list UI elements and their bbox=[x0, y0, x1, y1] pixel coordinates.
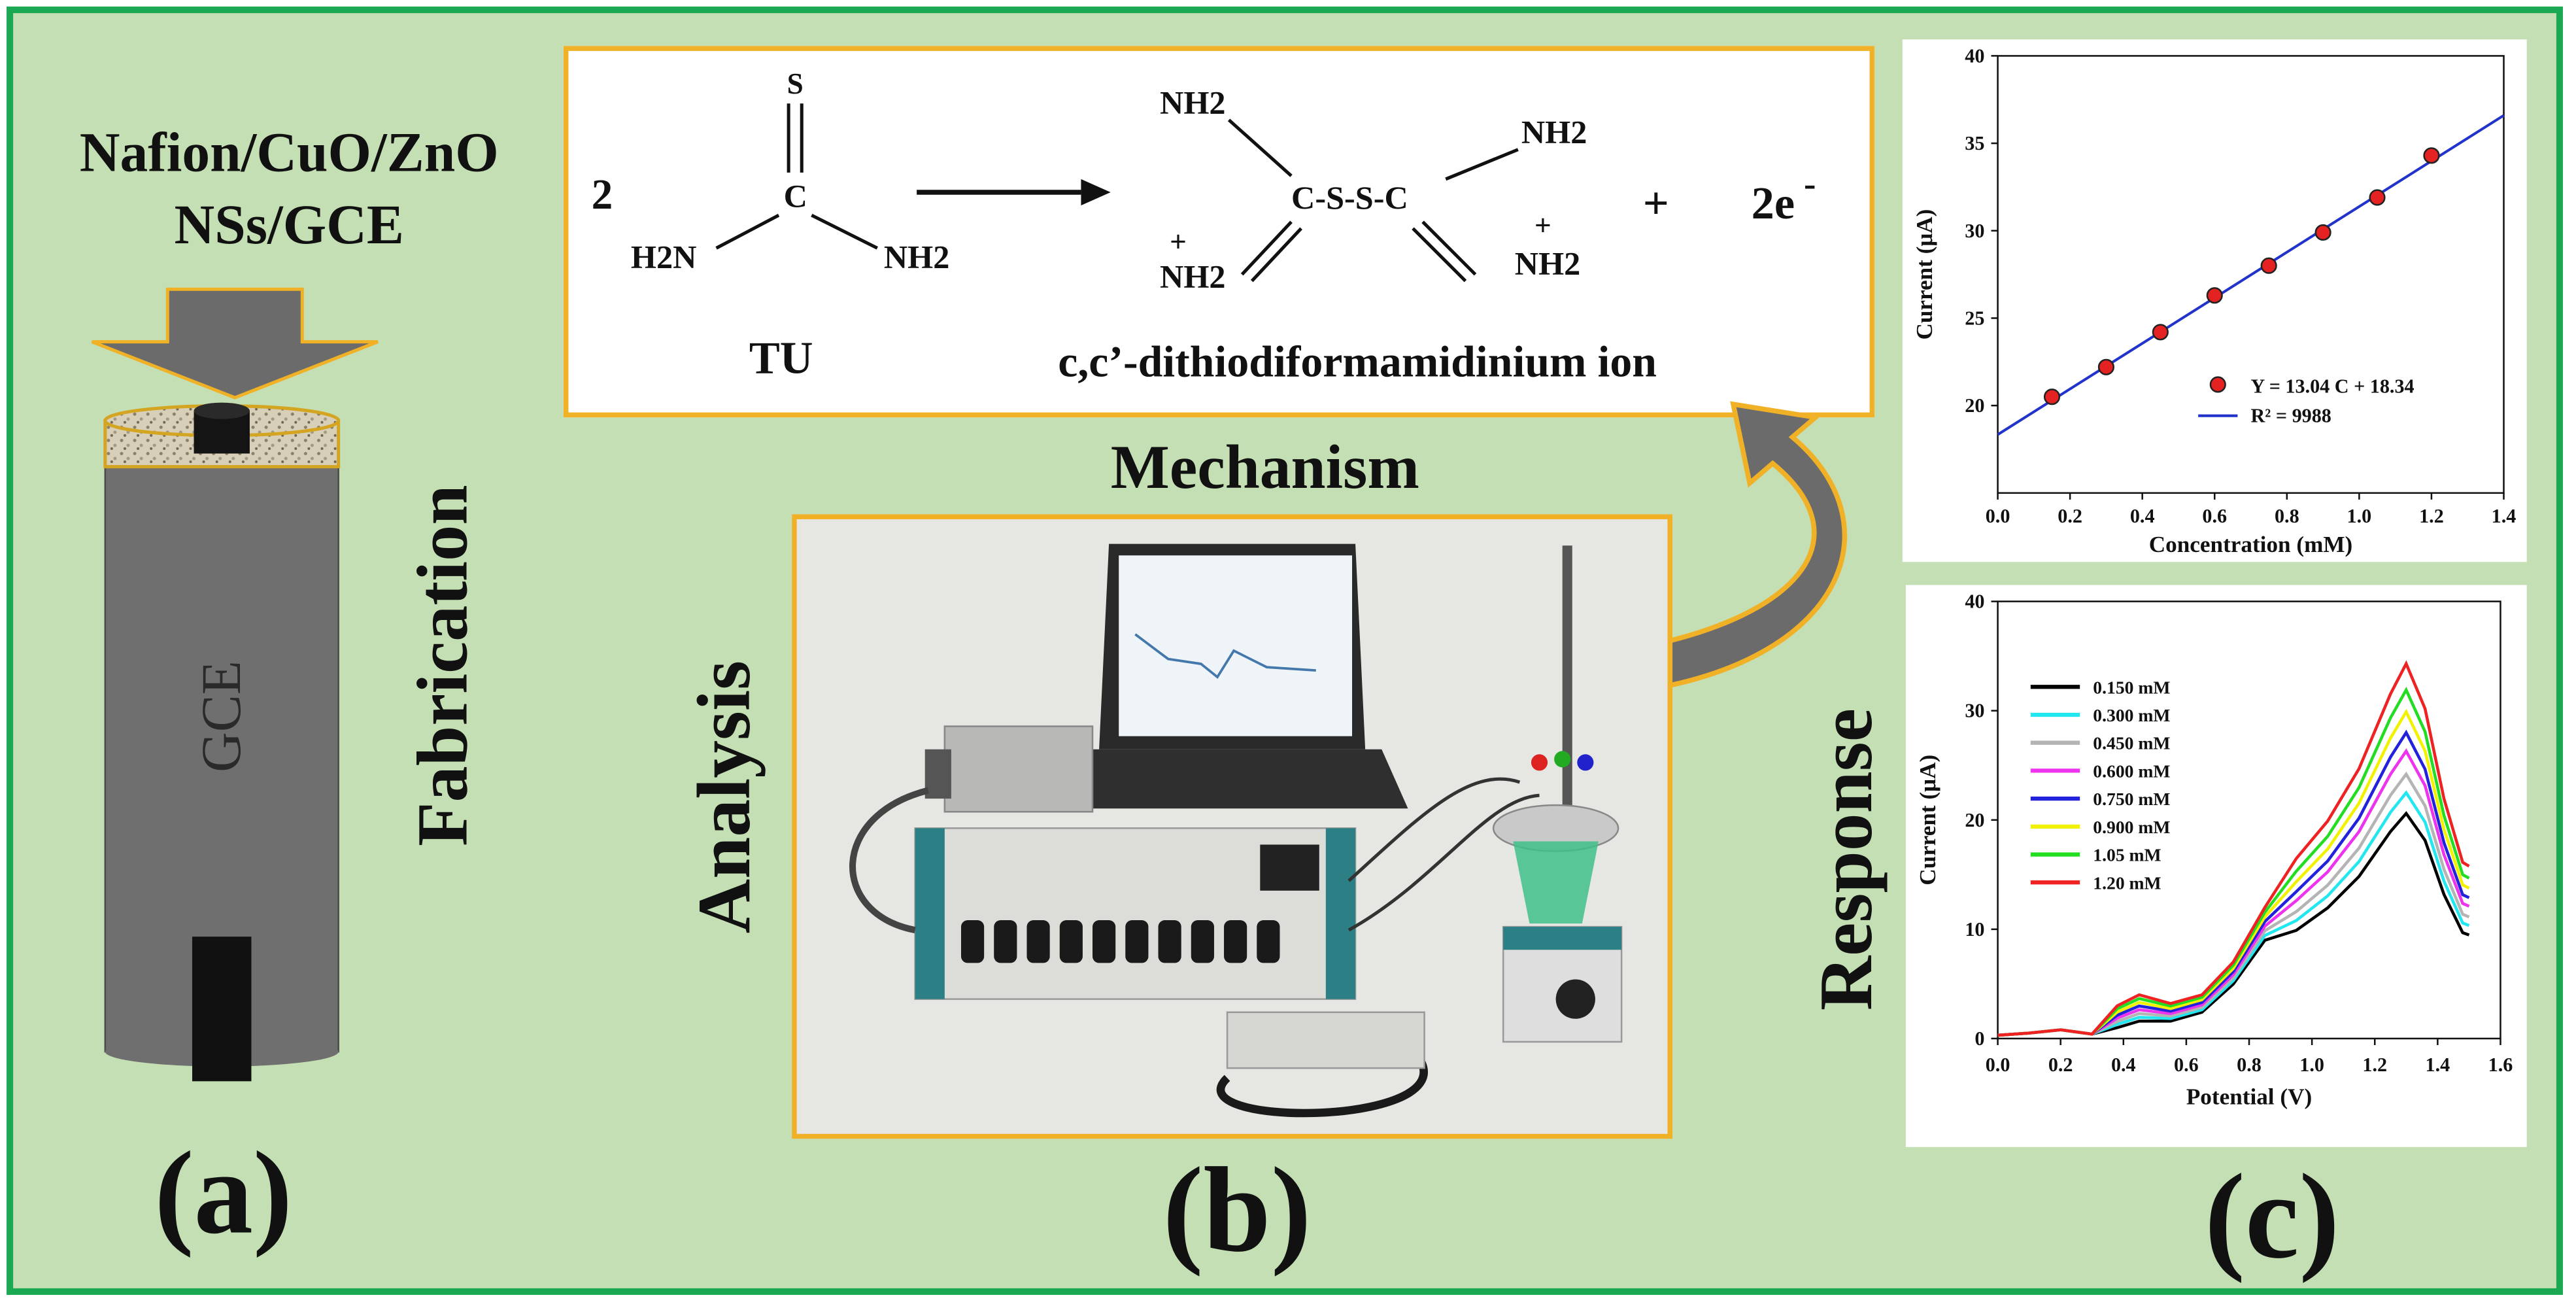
x-tick-label: 1.0 bbox=[2347, 505, 2372, 527]
x-tick-label: 0.2 bbox=[2048, 1054, 2073, 1076]
data-point bbox=[2423, 147, 2440, 164]
reaction-coefficient: 2 bbox=[592, 171, 613, 218]
series-line bbox=[1997, 771, 2470, 1037]
x-tick-label: 1.0 bbox=[2299, 1054, 2324, 1076]
data-point bbox=[2314, 224, 2331, 241]
electrode-title-line2: NSs/GCE bbox=[174, 195, 404, 256]
electrons: 2e bbox=[1752, 178, 1795, 229]
x-tick-label: 0.4 bbox=[2111, 1054, 2136, 1076]
reaction-plus: + bbox=[1643, 178, 1669, 229]
legend-label: 0.600 mM bbox=[2093, 761, 2170, 781]
gce-label: GCE bbox=[192, 661, 253, 772]
data-point bbox=[2152, 324, 2169, 341]
product-name: c,c’-dithiodiformamidinium ion bbox=[1058, 337, 1657, 386]
legend-label: 0.300 mM bbox=[2093, 705, 2170, 725]
electrode-title: Nafion/CuO/ZnO NSs/GCE bbox=[33, 118, 545, 263]
legend-marker-points bbox=[2209, 376, 2226, 393]
y-tick-label: 40 bbox=[1965, 591, 1984, 613]
prod-nh2-bl: NH2 bbox=[1160, 258, 1226, 295]
prod-plus-left: + bbox=[1170, 225, 1187, 258]
tu-c: C bbox=[784, 178, 807, 215]
prod-nh2-tl: NH2 bbox=[1160, 84, 1226, 120]
series-line bbox=[1997, 748, 2470, 1037]
reaction-arrow-icon bbox=[1081, 179, 1111, 206]
plot-area bbox=[1997, 55, 2505, 494]
legend-label: 1.20 mM bbox=[2093, 872, 2161, 893]
response-label: Response bbox=[1804, 708, 1888, 1011]
y-tick-label: 35 bbox=[1965, 132, 1984, 154]
prod-nh2-br: NH2 bbox=[1515, 245, 1581, 282]
electrode-wire bbox=[192, 937, 252, 1082]
series-line bbox=[1997, 811, 2470, 1037]
legend-label: 0.450 mM bbox=[2093, 733, 2170, 753]
x-axis-label: Potential (V) bbox=[2186, 1084, 2312, 1109]
x-tick-label: 0.8 bbox=[2237, 1054, 2262, 1076]
y-tick-label: 30 bbox=[1965, 220, 1984, 242]
prod-core: C-S-S-C bbox=[1291, 179, 1408, 216]
data-point bbox=[2097, 358, 2114, 375]
fit-line bbox=[1997, 114, 2505, 436]
x-tick-label: 0.0 bbox=[1986, 1054, 2010, 1076]
data-point bbox=[2369, 189, 2386, 206]
electrochemical-workstation-photo bbox=[796, 519, 1668, 1134]
analysis-label: Analysis bbox=[681, 660, 766, 934]
electrode-title-line1: Nafion/CuO/ZnO bbox=[79, 123, 499, 184]
calibration-plot: 0.0 0.2 0.4 0.6 0.8 1.0 1.2 1.4 20 25 30 35 40Concen… bbox=[1912, 44, 2517, 557]
electrode-illustration bbox=[91, 287, 379, 1082]
data-point bbox=[2260, 257, 2277, 274]
y-tick-label: 20 bbox=[1965, 394, 1984, 417]
series-line bbox=[1997, 790, 2470, 1037]
tu-h2n: H2N bbox=[631, 239, 697, 275]
x-tick-label: 0.0 bbox=[1986, 505, 2010, 527]
y-axis-label: Current (μA) bbox=[1912, 209, 1937, 340]
x-tick-label: 1.2 bbox=[2419, 505, 2444, 527]
y-tick-label: 40 bbox=[1965, 44, 1984, 67]
reaction-box: 2 S C H2N NH2 TU NH2 NH2 C-S-S-C + bbox=[563, 46, 1875, 418]
x-tick-label: 1.4 bbox=[2426, 1054, 2450, 1076]
reaction-scheme: 2 S C H2N NH2 TU NH2 NH2 C-S-S-C + bbox=[592, 67, 1816, 386]
x-axis-label: Concentration (mM) bbox=[2149, 532, 2352, 557]
workstation-photo bbox=[792, 514, 1673, 1139]
panel-c-label: (c) bbox=[2204, 1150, 2340, 1285]
x-tick-label: 0.4 bbox=[2130, 505, 2155, 527]
electron-charge: - bbox=[1804, 164, 1816, 203]
panel-b-label: (b) bbox=[1162, 1143, 1312, 1279]
x-tick-label: 0.8 bbox=[2275, 505, 2299, 527]
series-line bbox=[1997, 660, 2470, 1037]
x-tick-label: 0.6 bbox=[2174, 1054, 2199, 1076]
curved-arrow-icon bbox=[1618, 401, 1847, 693]
y-tick-label: 25 bbox=[1965, 307, 1984, 329]
y-tick-label: 10 bbox=[1965, 918, 1984, 940]
prod-plus-right: + bbox=[1534, 209, 1551, 241]
legend-label-points: Y = 13.04 C + 18.34 bbox=[2251, 375, 2415, 398]
mechanism-label: Mechanism bbox=[1110, 434, 1419, 503]
x-tick-label: 1.4 bbox=[2492, 505, 2517, 527]
tu-s: S bbox=[787, 67, 804, 100]
x-tick-label: 1.6 bbox=[2488, 1054, 2513, 1076]
legend-label: 0.750 mM bbox=[2093, 789, 2170, 809]
fabrication-label: Fabrication bbox=[402, 485, 483, 846]
x-tick-label: 1.2 bbox=[2362, 1054, 2387, 1076]
y-tick-label: 20 bbox=[1965, 809, 1984, 831]
x-tick-label: 0.2 bbox=[2058, 505, 2082, 527]
data-point bbox=[2043, 388, 2061, 405]
dpv-plot: 0.0 0.2 0.4 0.6 0.8 1.0 1.2 1.4 1.6 0 10 20 30 40Pote… bbox=[1915, 591, 2513, 1110]
panel-a-label: (a) bbox=[154, 1127, 293, 1259]
down-arrow-icon bbox=[91, 287, 379, 400]
y-tick-label: 0 bbox=[1974, 1027, 1984, 1050]
legend-label-fit: R² = 9988 bbox=[2251, 405, 2331, 427]
data-point bbox=[2206, 287, 2223, 304]
prod-nh2-tr: NH2 bbox=[1521, 114, 1587, 150]
legend-label: 1.05 mM bbox=[2093, 845, 2161, 865]
tu-name: TU bbox=[749, 332, 813, 383]
y-axis-label: Current (μA) bbox=[1915, 755, 1940, 886]
tu-nh2: NH2 bbox=[884, 239, 950, 275]
x-tick-label: 0.6 bbox=[2202, 505, 2227, 527]
legend-label: 0.900 mM bbox=[2093, 817, 2170, 837]
y-tick-label: 30 bbox=[1965, 700, 1984, 722]
legend-label: 0.150 mM bbox=[2093, 677, 2170, 697]
